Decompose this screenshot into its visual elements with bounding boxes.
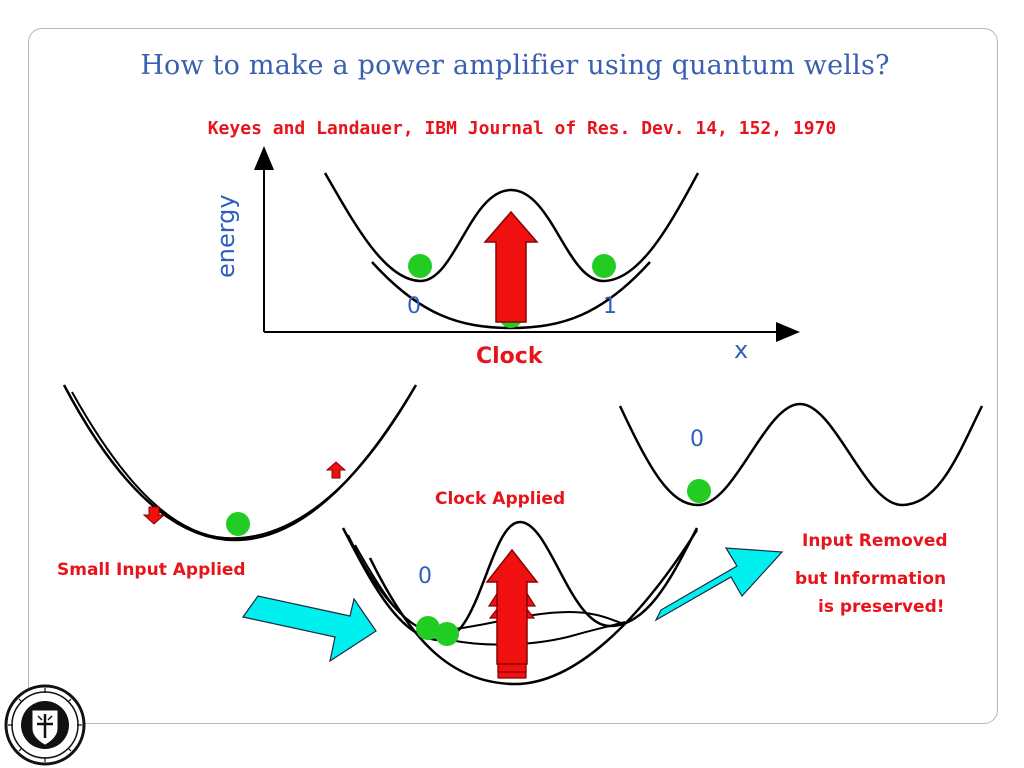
slide-title: How to make a power amplifier using quan… (140, 50, 890, 81)
double-well-curve (618, 402, 984, 507)
slide-frame (28, 28, 998, 724)
single-well-curve (368, 529, 699, 686)
state-0-label: 0 (407, 294, 421, 319)
up-arrow (325, 461, 347, 479)
university-seal-icon (4, 684, 86, 766)
middle-diagram (341, 520, 699, 686)
right-diagram (618, 402, 984, 507)
ball-right (592, 254, 616, 278)
double-well-curve (323, 172, 700, 283)
flow-arrow-right (654, 547, 784, 622)
right-state-label: 0 (690, 427, 704, 452)
down-arrow (142, 506, 166, 525)
ball-left (408, 254, 432, 278)
clock-label: Clock (476, 344, 543, 369)
middle-state-label: 0 (418, 564, 432, 589)
top-diagram (254, 146, 800, 342)
left-diagram (62, 384, 418, 542)
ball (226, 512, 250, 536)
ball-2 (435, 622, 459, 646)
state-1-label: 1 (603, 294, 617, 319)
clock-arrow (483, 210, 539, 323)
input-removed-caption: Input Removed (802, 531, 948, 551)
flow-arrow-left (241, 595, 377, 663)
intermediate-well-curve-1 (347, 534, 626, 646)
double-well-curve (341, 520, 699, 642)
intermediate-well-curve-2 (354, 544, 626, 632)
ball-1 (416, 616, 440, 640)
preserved-caption-line: is preserved! (818, 597, 945, 617)
ball (687, 479, 711, 503)
x-axis-label: x (734, 336, 749, 364)
small-input-caption: Small Input Applied (57, 560, 246, 580)
clock-applied-caption: Clock Applied (435, 489, 566, 509)
information-caption-line: but Information (795, 569, 947, 589)
reference-well-curve (71, 391, 413, 540)
y-axis-label: energy (212, 194, 240, 278)
clock-arrow-front (485, 548, 539, 665)
reference-citation: Keyes and Landauer, IBM Journal of Res. … (207, 118, 837, 139)
